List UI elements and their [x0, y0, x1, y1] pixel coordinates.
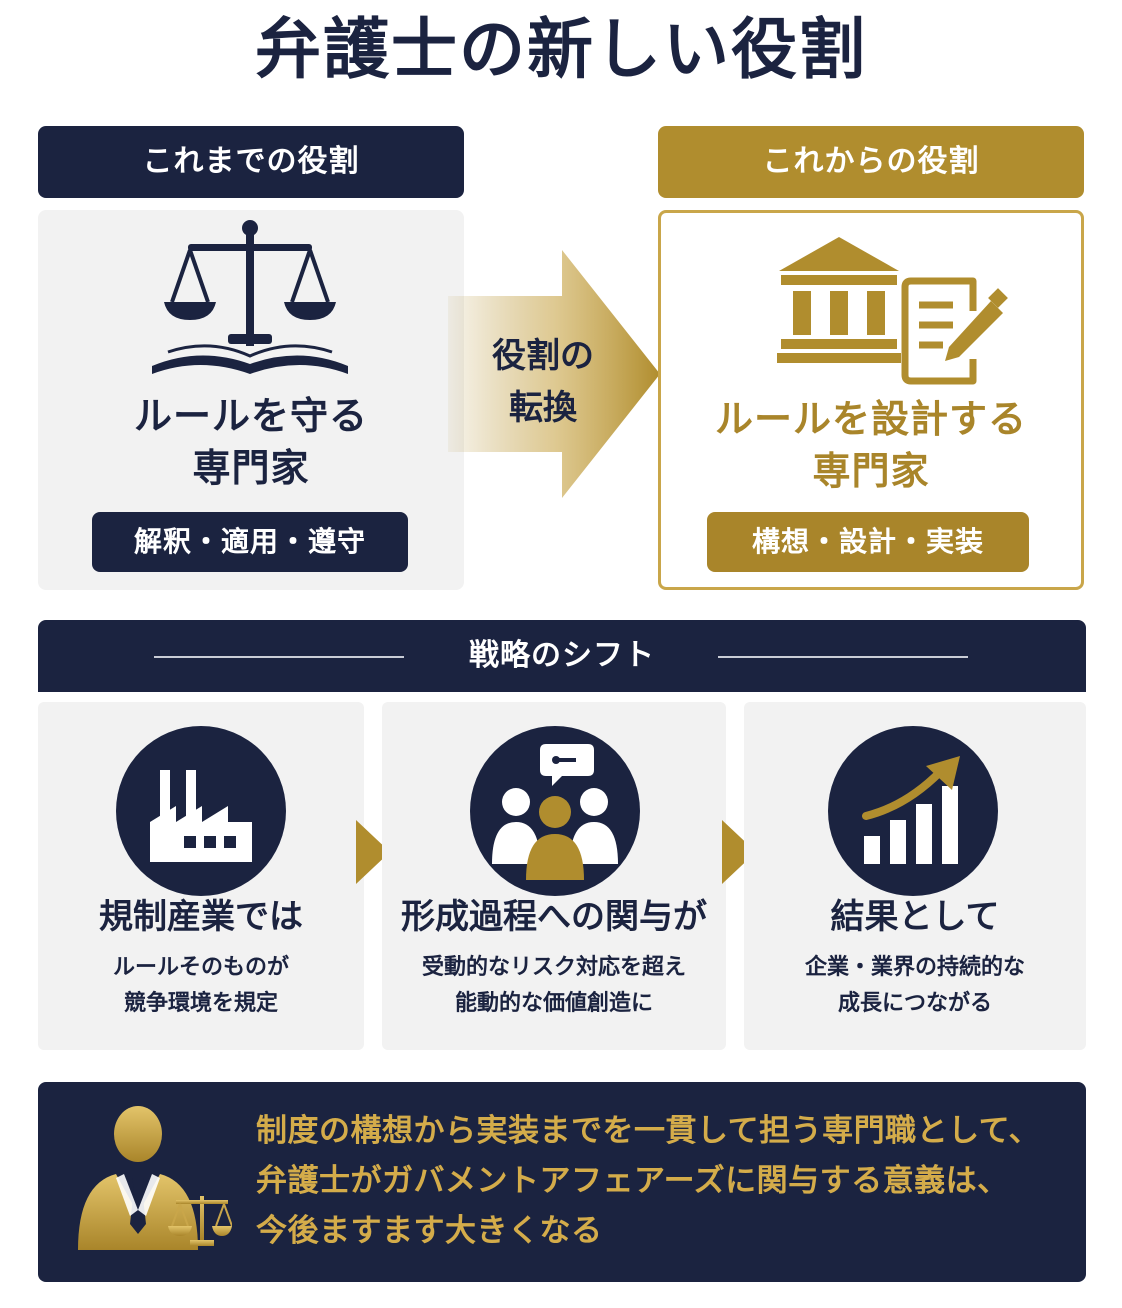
step-description-line: 企業・業界の持続的な	[804, 955, 1025, 980]
new-role-pill: 構想・設計・実装	[707, 512, 1029, 572]
lawyer-with-scales-icon	[78, 1106, 232, 1250]
conclusion-line: 制度の構想から実装までを一貫して担う専門職として、	[256, 1113, 1041, 1149]
step-description: ルールそのものが 競争環境を規定	[38, 950, 364, 1022]
old-role-header: これまでの役割	[38, 126, 464, 198]
new-role-title-line: 専門家	[812, 449, 930, 493]
step-description-line: 能動的な価値創造に	[454, 991, 653, 1016]
people-discussion-icon	[492, 744, 618, 880]
strategy-shift-title: 戦略のシフト	[469, 638, 655, 673]
step-card-regulated-industry: 規制産業では ルールそのものが 競争環境を規定	[38, 702, 364, 1050]
right-arrow-icon	[448, 250, 660, 498]
step-description-line: 競争環境を規定	[123, 991, 278, 1016]
government-building-icon	[777, 237, 901, 363]
factory-icon	[150, 770, 252, 862]
conclusion-line: 弁護士がガバメントアフェアーズに関与する意義は、	[256, 1163, 1009, 1199]
document-pen-icon	[901, 277, 1008, 385]
step-title: 規制産業では	[99, 897, 303, 937]
transition-label-line: 役割の	[492, 336, 594, 376]
old-role-title: ルールを守る 専門家	[38, 390, 464, 494]
chevron-right-icon	[722, 820, 756, 884]
step-description-line: 成長につながる	[837, 991, 992, 1016]
step-description-line: 受動的なリスク対応を超え	[421, 955, 686, 980]
step-description: 企業・業界の持続的な 成長につながる	[744, 950, 1086, 1022]
conclusion-text: 制度の構想から実装までを一貫して担う専門職として、 弁護士がガバメントアフェアー…	[256, 1106, 1076, 1256]
transition-label: 役割の 転換	[468, 330, 618, 434]
new-role-title: ルールを設計する 専門家	[661, 393, 1081, 497]
old-role-card: ルールを守る 専門家 解釈・適用・遵守	[38, 210, 464, 590]
step-icon-circle	[828, 726, 998, 896]
step-card-formation-process: 形成過程への関与が 受動的なリスク対応を超え 能動的な価値創造に	[382, 702, 726, 1050]
divider-line	[154, 656, 404, 658]
page-title: 弁護士の新しい役割	[255, 11, 867, 88]
step-title: 結果として	[830, 897, 1000, 937]
old-role-title-line: ルールを守る	[133, 394, 368, 438]
transition-label-line: 転換	[509, 388, 577, 428]
old-role-title-line: 専門家	[192, 446, 310, 490]
conclusion-line: 今後ますます大きくなる	[256, 1213, 603, 1249]
strategy-shift-bar: 戦略のシフト	[38, 620, 1086, 692]
growth-chart-icon	[862, 756, 960, 864]
old-role-pill: 解釈・適用・遵守	[92, 512, 408, 572]
step-title: 形成過程への関与が	[401, 897, 707, 937]
new-role-title-line: ルールを設計する	[714, 397, 1027, 441]
conclusion-banner: 制度の構想から実装までを一貫して担う専門職として、 弁護士がガバメントアフェアー…	[38, 1082, 1086, 1282]
step-icon-circle	[116, 726, 286, 896]
step-description-line: ルールそのものが	[112, 955, 289, 980]
new-role-header: これからの役割	[658, 126, 1084, 198]
divider-line	[718, 656, 968, 658]
step-card-result: 結果として 企業・業界の持続的な 成長につながる	[744, 702, 1086, 1050]
step-icon-circle	[470, 726, 640, 896]
new-role-card: ルールを設計する 専門家 構想・設計・実装	[658, 210, 1084, 590]
chevron-right-icon	[356, 820, 390, 884]
step-description: 受動的なリスク対応を超え 能動的な価値創造に	[382, 950, 726, 1022]
scales-of-justice-on-book-icon	[152, 220, 348, 374]
